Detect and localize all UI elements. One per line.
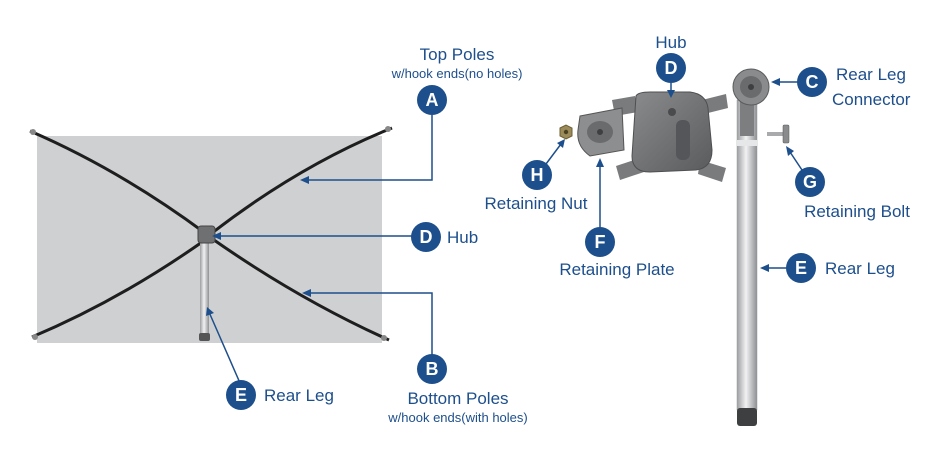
banner-assembly: [29, 126, 393, 343]
bottom-poles-sublabel: w/hook ends(with holes): [387, 410, 527, 425]
hub-right-label: Hub: [655, 33, 686, 52]
leader-h-arrow: [557, 139, 565, 148]
bottom-poles-label: Bottom Poles: [407, 389, 508, 408]
leader-h: [545, 143, 562, 165]
badge-f-letter: F: [595, 232, 606, 252]
leader-d-right-arrow: [667, 90, 675, 98]
callout-retaining-plate: F Retaining Plate: [559, 158, 675, 279]
bottom-pole-right: [213, 238, 390, 342]
rear-leg-right-joint: [737, 140, 757, 146]
connector-stem: [740, 96, 754, 136]
leader-a-arrow: [300, 176, 309, 184]
badge-b: [417, 354, 447, 384]
top-pole-left: [29, 129, 206, 235]
badge-e-right: [786, 253, 816, 283]
callout-hub-left: D Hub: [212, 222, 478, 252]
badge-h-letter: H: [531, 165, 544, 185]
rear-leg-right-label: Rear Leg: [825, 259, 895, 278]
bottom-pole-left: [31, 238, 206, 339]
callout-top-poles: Top Poles w/hook ends(no holes) A: [300, 45, 522, 184]
leader-d-left-arrow: [212, 232, 221, 240]
hub-part: [612, 91, 728, 182]
badge-d-left: [411, 222, 441, 252]
rear-leg-left-foot: [199, 333, 210, 341]
rear-leg-right-foot: [737, 408, 757, 426]
leader-b-arrow: [302, 289, 311, 297]
hook-end-br: [381, 335, 387, 341]
leader-c-arrow: [771, 78, 780, 86]
retaining-bolt-shaft: [767, 132, 783, 136]
top-poles-sublabel: w/hook ends(no holes): [391, 66, 523, 81]
badge-c-letter: C: [806, 72, 819, 92]
callout-retaining-bolt: G Retaining Bolt: [786, 146, 910, 221]
rear-leg-right-part: [732, 68, 770, 426]
retaining-nut-hole: [563, 129, 569, 135]
hub-left-label: Hub: [447, 228, 478, 247]
rear-leg-right-tube: [736, 99, 758, 411]
badge-g: [795, 167, 825, 197]
hub-tab: [676, 120, 690, 160]
badge-e-left-letter: E: [235, 385, 247, 405]
badge-a-letter: A: [426, 90, 439, 110]
badge-d-right-letter: D: [665, 58, 678, 78]
badge-e-left: [226, 380, 256, 410]
leader-g: [789, 151, 803, 171]
badge-d-left-letter: D: [420, 227, 433, 247]
callout-rear-leg-connector: C Rear Leg Connector: [771, 65, 911, 109]
badge-f: [585, 227, 615, 257]
retaining-bolt-head: [782, 124, 790, 144]
callout-rear-leg-right: E Rear Leg: [760, 253, 895, 283]
leader-g-arrow: [786, 146, 794, 156]
retaining-plate-label: Retaining Plate: [559, 260, 674, 279]
retaining-nut-part: [559, 124, 573, 140]
leader-a: [305, 115, 433, 181]
leader-b: [307, 292, 433, 355]
rear-leg-left-label: Rear Leg: [264, 386, 334, 405]
retaining-bolt-label: Retaining Bolt: [804, 202, 910, 221]
rear-leg-connector-label-2: Connector: [832, 90, 911, 109]
rear-leg-left-tube: [200, 240, 209, 340]
callout-rear-leg-left: E Rear Leg: [206, 307, 334, 410]
hub-body: [631, 91, 713, 173]
hook-end-tl: [30, 129, 36, 135]
leader-e-left-arrow: [206, 307, 214, 316]
badge-b-letter: B: [426, 359, 439, 379]
retaining-nut-label: Retaining Nut: [484, 194, 587, 213]
rear-leg-connector-label-1: Rear Leg: [836, 65, 906, 84]
leader-e-left: [208, 311, 241, 384]
connector-hole: [748, 84, 754, 90]
badge-g-letter: G: [803, 172, 817, 192]
retaining-bolt-part: [767, 124, 790, 144]
top-pole-right: [211, 126, 393, 235]
callout-hub-right: Hub D: [655, 33, 687, 98]
callout-retaining-nut: H Retaining Nut: [484, 139, 588, 213]
hub-bolt-hole: [668, 108, 676, 116]
badge-c: [797, 67, 827, 97]
leader-e-right-arrow: [760, 264, 769, 272]
callout-bottom-poles: B Bottom Poles w/hook ends(with holes): [302, 289, 528, 425]
badge-h: [522, 160, 552, 190]
top-poles-label: Top Poles: [420, 45, 495, 64]
retaining-plate-hole: [597, 129, 603, 135]
hook-end-bl: [32, 334, 38, 340]
retaining-plate-part: [577, 107, 625, 157]
badge-d-right: [656, 53, 686, 83]
hook-end-tr: [385, 126, 391, 132]
badge-e-right-letter: E: [795, 258, 807, 278]
badge-a: [417, 85, 447, 115]
leader-f-arrow: [596, 158, 604, 167]
hub-left-block: [197, 225, 216, 244]
